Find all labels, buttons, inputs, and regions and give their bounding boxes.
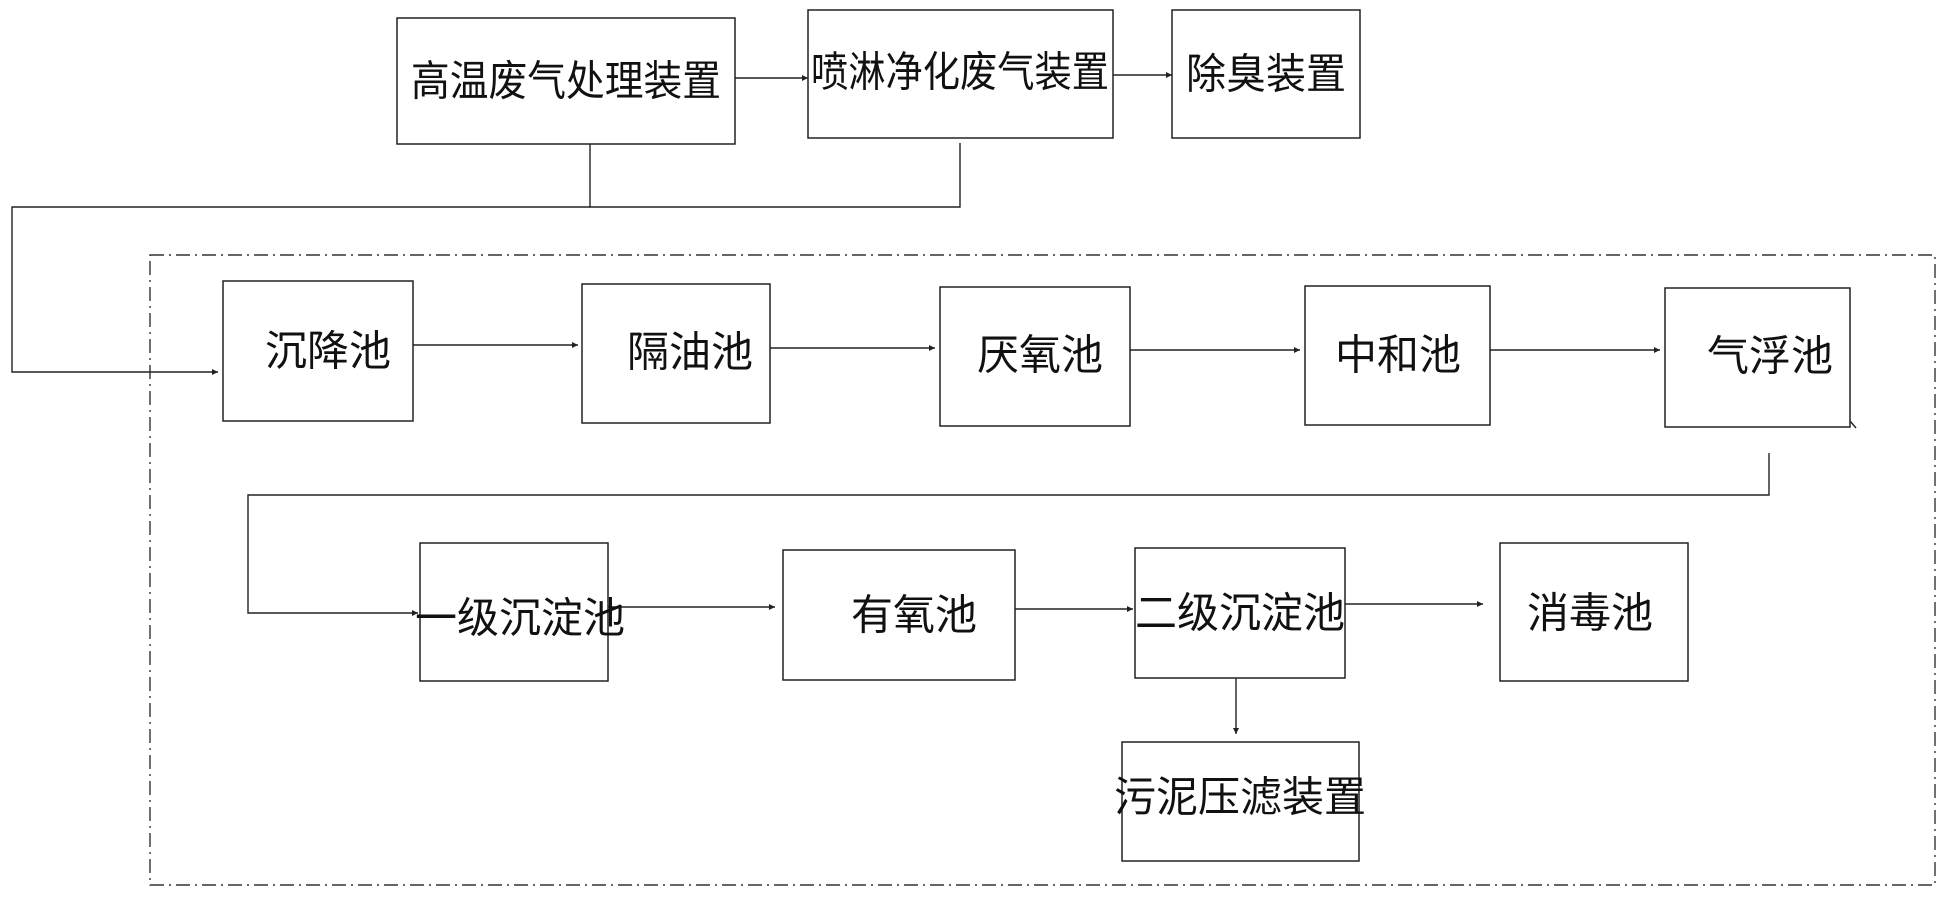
node-neutralization-tank: 中和池 — [1304, 285, 1491, 426]
node-oil-separation-tank: 隔油池 — [581, 283, 771, 424]
arrow-flotation-to-primary — [247, 453, 1770, 616]
connectors — [11, 72, 1857, 734]
node-aerobic-tank: 有氧池 — [782, 549, 1016, 681]
node-label: 厌氧池 — [977, 331, 1103, 380]
node-label: 有氧池 — [851, 591, 977, 640]
node-box — [1134, 547, 1346, 679]
node-box — [1121, 741, 1360, 862]
node-label: 隔油池 — [627, 328, 753, 377]
node-label: 气浮池 — [1707, 332, 1833, 381]
flotation-corner-tick — [1849, 420, 1857, 429]
node-box — [1171, 9, 1361, 139]
node-label: 一级沉淀池 — [415, 594, 625, 643]
node-box — [222, 280, 414, 422]
node-label: 喷淋净化废气装置 — [811, 48, 1109, 97]
node-box — [1304, 285, 1491, 426]
node-label: 高温废气处理装置 — [411, 57, 721, 106]
node-deodorization: 除臭装置 — [1171, 9, 1361, 139]
node-disinfection-tank: 消毒池 — [1499, 542, 1689, 682]
node-label: 沉降池 — [265, 327, 391, 376]
node-label: 消毒池 — [1527, 589, 1653, 638]
connector-gas-units-bottom — [589, 143, 961, 208]
node-air-flotation-tank: 气浮池 — [1664, 287, 1851, 428]
node-primary-sedimentation-tank: 一级沉淀池 — [415, 542, 625, 682]
node-box — [419, 542, 609, 682]
node-label: 中和池 — [1335, 331, 1461, 380]
node-box — [581, 283, 771, 424]
node-label: 二级沉淀池 — [1135, 589, 1345, 638]
node-label: 除臭装置 — [1186, 50, 1346, 99]
node-box — [1664, 287, 1851, 428]
node-spray-purification: 喷淋净化废气装置 — [807, 9, 1114, 139]
connector-to-water-section — [11, 206, 590, 373]
node-secondary-sedimentation-tank: 二级沉淀池 — [1134, 547, 1346, 679]
node-anaerobic-tank: 厌氧池 — [939, 286, 1131, 427]
node-box — [1499, 542, 1689, 682]
node-label: 污泥压滤装置 — [1114, 773, 1366, 822]
node-box — [396, 17, 736, 145]
treatment-section-frame — [149, 254, 1936, 886]
node-sludge-filter-press: 污泥压滤装置 — [1114, 741, 1366, 862]
node-box — [939, 286, 1131, 427]
node-settling-tank: 沉降池 — [222, 280, 414, 422]
node-high-temp-exhaust: 高温废气处理装置 — [396, 17, 736, 145]
node-box — [807, 9, 1114, 139]
node-box — [782, 549, 1016, 681]
